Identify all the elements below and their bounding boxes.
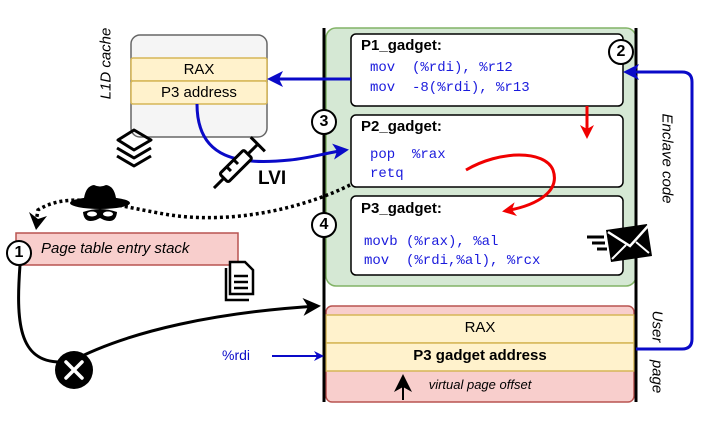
arrow-pagetable-to-userpage [17, 264, 321, 364]
l1d-slot-rax-label: RAX [183, 61, 215, 78]
arrow-lvi-injection [195, 103, 349, 163]
step-circle-1 [6, 240, 32, 266]
rdi-label: %rdi [222, 347, 251, 363]
lvi-label: LVI [258, 168, 287, 189]
p2-gadget-box[interactable] [350, 114, 624, 188]
dotted-arrowhead [29, 212, 47, 230]
p1-gadget-code-line-2: mov -8(%rdi), %r13 [370, 80, 530, 96]
layers-icon [116, 128, 153, 168]
p2-gadget-title: P2_gadget: [361, 118, 442, 135]
attacker-icon [70, 185, 130, 221]
syringe-icon [212, 136, 266, 190]
step-number-3: 3 [319, 113, 329, 130]
l1d-slot-p3 [130, 80, 268, 105]
document-icon [224, 260, 255, 302]
user-page-slot-p3 [325, 342, 635, 372]
arrow-p2-to-p3 [465, 153, 556, 217]
p2-gadget-code-line-1: pop %rax [370, 147, 446, 163]
mail-icon [587, 224, 652, 262]
user-page-slot-rax-label: RAX [464, 319, 496, 336]
blocked-icon [55, 351, 93, 389]
step-number-4: 4 [319, 216, 329, 233]
l1d-cache-label: L1D cache [97, 27, 115, 100]
p3-gadget-title: P3_gadget: [361, 200, 442, 217]
enclave-code-label: Enclave code [658, 113, 676, 204]
page-table-label: Page table entry stack [41, 240, 190, 257]
step-circle-4 [311, 212, 337, 238]
step-number-1: 1 [14, 244, 24, 261]
p3-gadget-code-line-1: movb (%rax), %al [364, 234, 499, 250]
user-page-label-user: User [648, 310, 666, 343]
l1d-slot-p3-label: P3 address [161, 84, 237, 101]
step-circle-2 [608, 39, 634, 65]
step-number-2: 2 [616, 43, 626, 60]
virtual-page-offset-label: virtual page offset [428, 377, 532, 392]
p3-gadget-code-line-2: mov (%rdi,%al), %rcx [364, 253, 541, 269]
p1-gadget-code-line-1: mov (%rdi), %r12 [370, 60, 513, 76]
user-page-label-page: page [648, 359, 666, 394]
p2-gadget-code-line-2: retq [370, 166, 404, 182]
user-page-slot-p3-label: P3 gadget address [413, 347, 547, 364]
p1-gadget-title: P1_gadget: [361, 37, 442, 54]
arrow-userpage-to-p1 [623, 64, 694, 351]
arrow-dotted-to-pagetable [34, 183, 351, 223]
step-circle-3 [311, 109, 337, 135]
